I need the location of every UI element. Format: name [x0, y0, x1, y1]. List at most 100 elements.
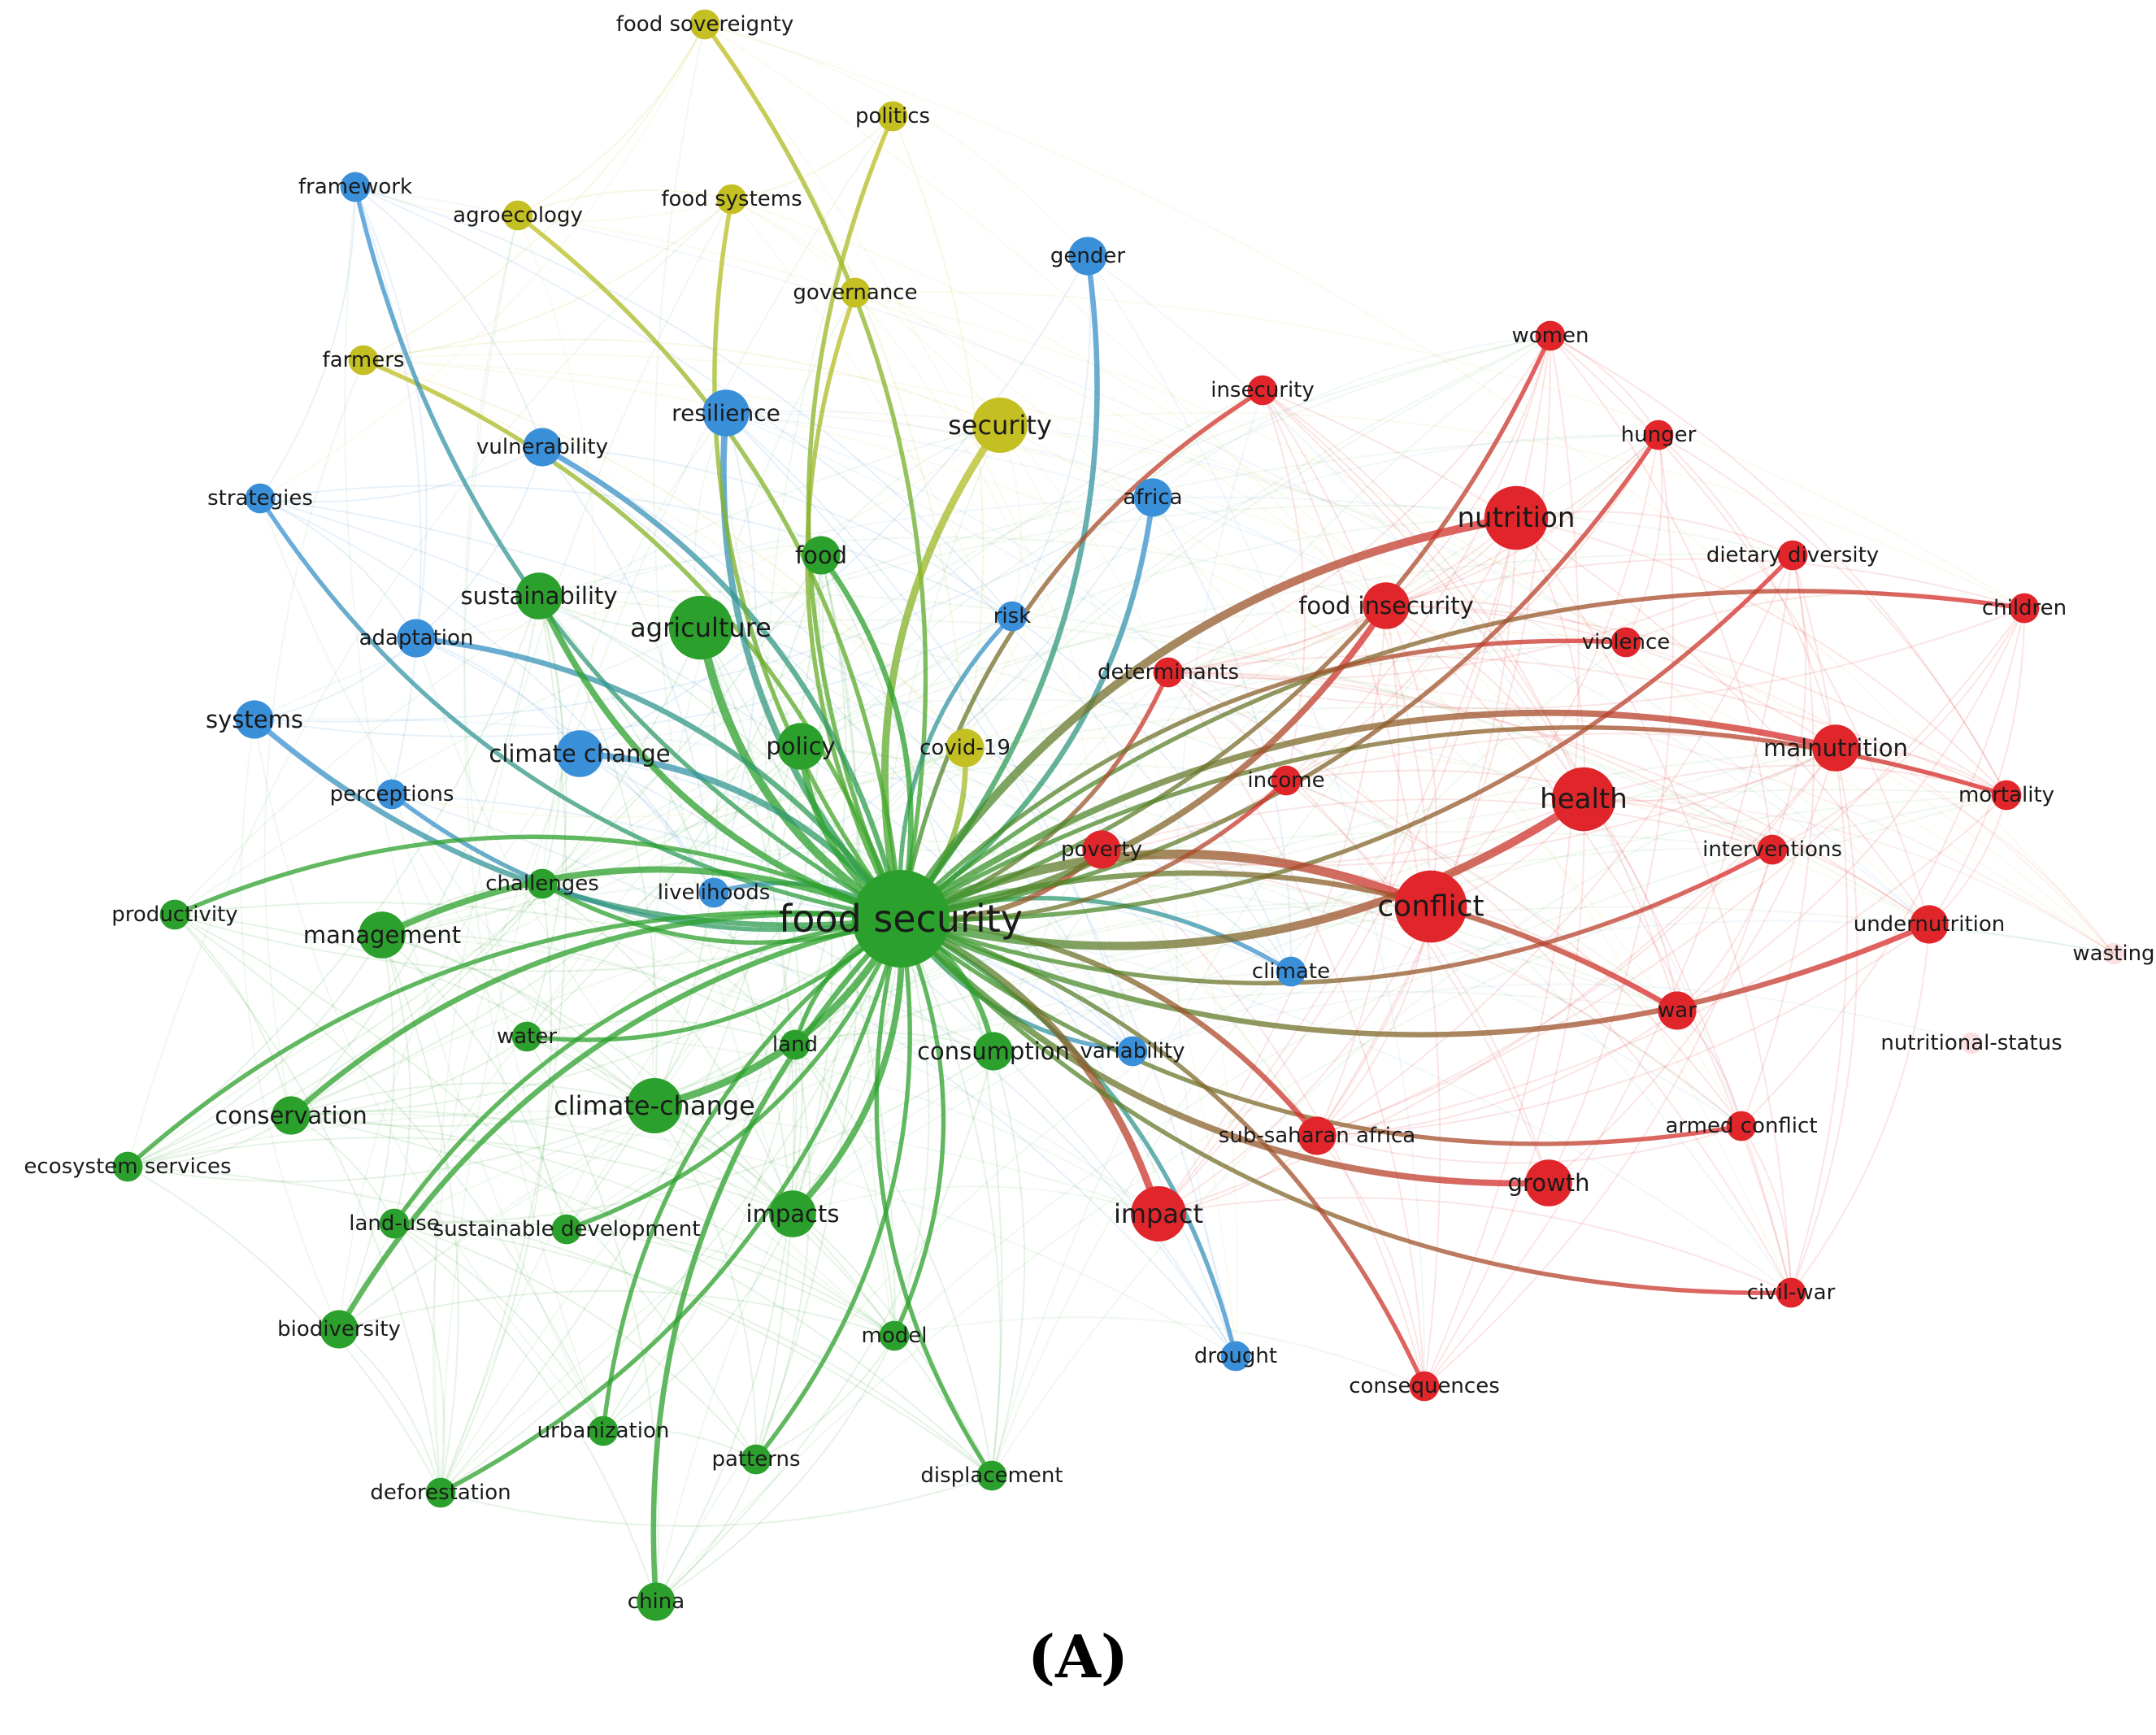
link-china	[650, 915, 904, 1605]
node-food-insecurity[interactable]	[1363, 582, 1410, 629]
node-land-use[interactable]	[379, 1208, 410, 1239]
node-women[interactable]	[1535, 320, 1566, 351]
node-security[interactable]	[972, 398, 1028, 453]
node-dietary-diversity[interactable]	[1777, 540, 1808, 571]
node-consumption[interactable]	[974, 1032, 1013, 1071]
background-link	[725, 411, 1387, 607]
background-link	[174, 914, 441, 1494]
node-politics[interactable]	[877, 101, 908, 132]
background-link	[1550, 335, 1930, 925]
node-violence[interactable]	[1610, 627, 1641, 658]
background-link	[393, 605, 1387, 1224]
node-nutritional-status[interactable]	[1960, 1032, 1983, 1054]
node-agriculture[interactable]	[668, 595, 733, 660]
node-productivity[interactable]	[159, 899, 190, 930]
node-food-systems[interactable]	[716, 184, 747, 215]
node-patterns[interactable]	[741, 1444, 772, 1475]
link-growth	[898, 915, 1552, 1187]
node-challenges[interactable]	[527, 868, 558, 899]
node-covid19[interactable]	[945, 728, 985, 767]
node-impacts[interactable]	[769, 1190, 816, 1237]
background-link	[517, 215, 596, 754]
background-link	[1285, 780, 1550, 1184]
node-management[interactable]	[359, 911, 406, 959]
node-food-security[interactable]	[852, 870, 950, 968]
background-link	[127, 554, 822, 1168]
node-deforestation[interactable]	[425, 1477, 456, 1508]
node-determinants[interactable]	[1153, 657, 1184, 688]
background-link	[127, 1105, 655, 1183]
background-link	[440, 115, 893, 1494]
background-link	[1928, 607, 2025, 925]
node-impact[interactable]	[1131, 1186, 1186, 1241]
node-perceptions[interactable]	[376, 779, 407, 810]
node-malnutrition[interactable]	[1812, 724, 1859, 772]
node-strategies[interactable]	[245, 483, 276, 514]
node-displacement[interactable]	[976, 1460, 1007, 1491]
node-sub-saharan-africa[interactable]	[1298, 1116, 1337, 1155]
node-livelihoods[interactable]	[698, 877, 729, 908]
background-link	[127, 641, 1627, 1168]
background-link	[127, 198, 732, 1168]
node-land[interactable]	[780, 1029, 811, 1060]
background-link	[1316, 554, 1793, 1137]
node-undernutrition[interactable]	[1910, 905, 1949, 944]
background-link	[240, 719, 340, 1330]
node-interventions[interactable]	[1757, 834, 1788, 865]
node-policy[interactable]	[777, 723, 824, 770]
node-systems[interactable]	[235, 700, 274, 739]
node-governance[interactable]	[840, 277, 871, 308]
node-poverty[interactable]	[1082, 830, 1121, 869]
background-link	[363, 359, 1584, 800]
node-mortality[interactable]	[1991, 780, 2022, 811]
node-framework[interactable]	[340, 172, 371, 202]
node-wasting[interactable]	[2102, 942, 2125, 965]
link-urbanization	[601, 916, 903, 1433]
node-ecosystem-services[interactable]	[112, 1151, 143, 1182]
node-insecurity[interactable]	[1247, 375, 1278, 406]
background-link	[440, 746, 802, 1494]
node-agroecology[interactable]	[502, 200, 533, 231]
node-children[interactable]	[2009, 593, 2040, 624]
strong-links	[125, 22, 2027, 1605]
background-link	[381, 934, 655, 1107]
node-conflict[interactable]	[1394, 870, 1467, 943]
node-water[interactable]	[511, 1021, 542, 1052]
node-farmers[interactable]	[348, 345, 379, 376]
node-china[interactable]	[637, 1582, 676, 1621]
node-growth[interactable]	[1525, 1159, 1572, 1207]
link-agriculture	[696, 623, 906, 924]
node-income[interactable]	[1271, 765, 1302, 796]
node-hunger[interactable]	[1643, 420, 1674, 450]
node-climate-change[interactable]	[556, 730, 603, 777]
node-label-consequences: consequences	[1349, 1374, 1500, 1398]
node-urbanization[interactable]	[588, 1415, 619, 1446]
node-vulnerability[interactable]	[523, 428, 562, 467]
node-sustainability[interactable]	[515, 572, 563, 620]
node-food[interactable]	[802, 536, 841, 575]
node-adaptation[interactable]	[397, 619, 436, 658]
node-variability[interactable]	[1117, 1036, 1148, 1067]
node-conservation[interactable]	[272, 1096, 311, 1135]
link-land-use	[392, 916, 903, 1226]
background-link	[174, 914, 604, 1432]
node-gender[interactable]	[1068, 237, 1107, 276]
node-model[interactable]	[879, 1320, 910, 1351]
node-consequences[interactable]	[1409, 1371, 1440, 1402]
node-armed-conflict[interactable]	[1726, 1111, 1757, 1141]
node-sustainable-development[interactable]	[551, 1214, 582, 1245]
node-health[interactable]	[1551, 767, 1616, 832]
node-civil-war[interactable]	[1776, 1277, 1806, 1308]
node-nutrition[interactable]	[1484, 485, 1549, 550]
node-africa[interactable]	[1133, 478, 1172, 517]
link-model	[892, 916, 946, 1338]
node-war[interactable]	[1658, 991, 1697, 1030]
node-climate-change-h[interactable]	[627, 1078, 682, 1133]
node-drought[interactable]	[1220, 1341, 1251, 1372]
node-climate[interactable]	[1276, 956, 1306, 987]
node-label-urbanization: urbanization	[537, 1419, 670, 1443]
node-resilience[interactable]	[702, 389, 750, 437]
node-risk[interactable]	[997, 601, 1028, 632]
node-biodiversity[interactable]	[319, 1310, 359, 1349]
node-food-sovereignty[interactable]	[689, 9, 720, 40]
